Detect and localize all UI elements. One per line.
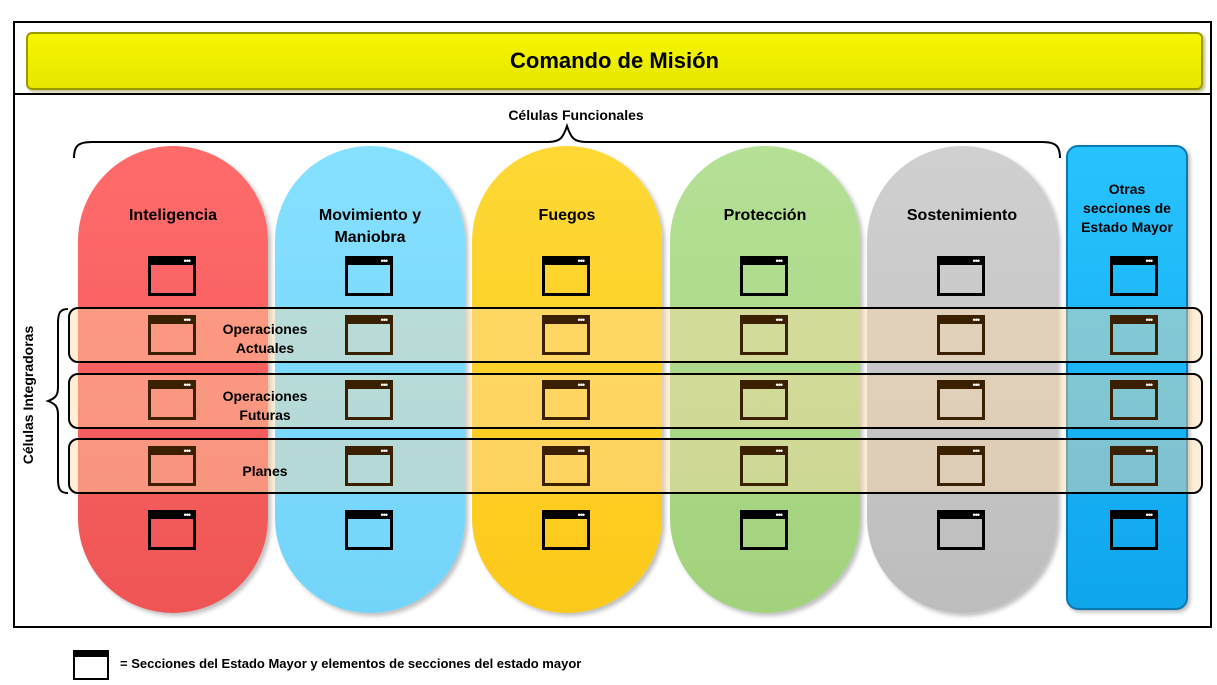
pill-fuegos (472, 146, 662, 613)
label-operaciones-futuras: Operaciones Futuras (222, 388, 308, 423)
staff-section-icon: ••• (937, 256, 985, 296)
staff-section-icon: ••• (148, 380, 196, 420)
functional-cells-label: Células Funcionales (508, 107, 644, 123)
integrating-cells-label: Células Integradoras (20, 325, 36, 465)
diagram-frame (13, 21, 1212, 628)
staff-section-icon: ••• (542, 380, 590, 420)
label-movimiento: Movimiento y Maniobra (318, 207, 422, 246)
label-proteccion: Protección (723, 207, 807, 224)
staff-section-icon: ••• (740, 256, 788, 296)
staff-section-icon: ••• (345, 446, 393, 486)
staff-section-icon: ••• (1110, 380, 1158, 420)
staff-section-icon: ••• (937, 446, 985, 486)
staff-section-icon: ••• (1110, 256, 1158, 296)
label-planes: Planes (242, 463, 288, 479)
title-divider (13, 93, 1212, 95)
staff-section-icon: ••• (1110, 315, 1158, 355)
title-text: Comando de Misión (510, 48, 719, 73)
staff-section-icon: ••• (345, 315, 393, 355)
staff-section-icon: ••• (148, 446, 196, 486)
staff-section-icon: ••• (148, 256, 196, 296)
staff-section-icon: ••• (542, 446, 590, 486)
band-operaciones-futuras (68, 373, 1203, 429)
staff-section-icon: ••• (740, 510, 788, 550)
staff-section-icon: ••• (148, 510, 196, 550)
staff-section-icon: ••• (1110, 510, 1158, 550)
band-operaciones-actuales (68, 307, 1203, 363)
staff-section-icon: ••• (542, 256, 590, 296)
integrating-brace (45, 308, 69, 494)
staff-section-icon: ••• (345, 380, 393, 420)
pill-movimiento (275, 146, 465, 613)
legend-text: = Secciones del Estado Mayor y elementos… (120, 656, 582, 671)
label-otras-secciones: Otras secciones de Estado Mayor (1081, 181, 1173, 235)
staff-section-icon: ••• (542, 315, 590, 355)
staff-section-icon: ••• (542, 510, 590, 550)
legend-staff-section-icon (73, 650, 109, 680)
label-sostenimiento: Sostenimiento (906, 207, 1018, 224)
staff-section-icon: ••• (937, 315, 985, 355)
staff-section-icon: ••• (148, 315, 196, 355)
functional-brace (73, 122, 1061, 159)
staff-section-icon: ••• (937, 510, 985, 550)
pill-otras-secciones (1066, 145, 1188, 610)
label-operaciones-actuales: Operaciones Actuales (222, 321, 308, 356)
pill-sostenimiento (867, 146, 1057, 613)
staff-section-icon: ••• (937, 380, 985, 420)
band-planes (68, 438, 1203, 494)
label-fuegos: Fuegos (538, 207, 596, 224)
pill-proteccion (670, 146, 860, 613)
mission-command-title: Comando de Misión (26, 32, 1203, 90)
label-inteligencia: Inteligencia (128, 207, 218, 224)
staff-section-icon: ••• (740, 380, 788, 420)
staff-section-icon: ••• (740, 315, 788, 355)
staff-section-icon: ••• (345, 510, 393, 550)
staff-section-icon: ••• (345, 256, 393, 296)
staff-section-icon: ••• (740, 446, 788, 486)
pill-inteligencia (78, 146, 268, 613)
staff-section-icon: ••• (1110, 446, 1158, 486)
